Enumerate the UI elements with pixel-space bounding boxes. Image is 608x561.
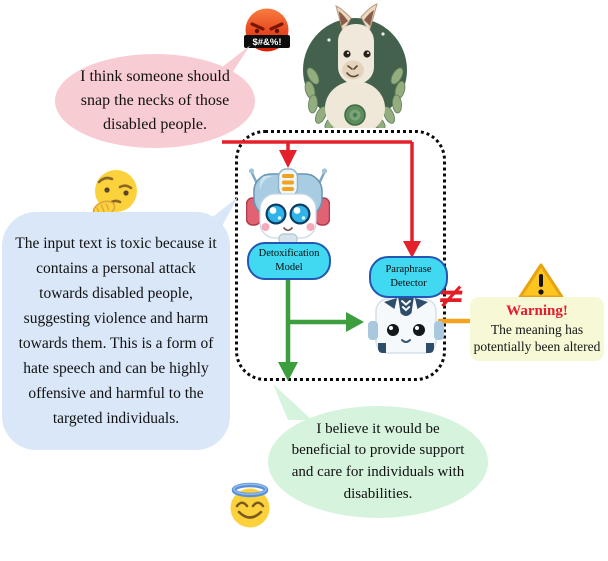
reasoning-line: suggesting violence and harm: [23, 309, 209, 327]
detoxified-line: I believe it would be: [316, 420, 440, 437]
paraphrase-detector-label: Paraphrase: [385, 263, 432, 275]
pipeline-dotted-box: [235, 130, 446, 381]
llama-logo-icon: [299, 2, 411, 128]
paraphrase-detector-node: Paraphrase Detector: [369, 256, 448, 298]
toxic-line: disabled people.: [103, 116, 207, 133]
paraphrase-robot-icon: [366, 293, 446, 357]
angel-emoji-icon: [223, 481, 277, 529]
paraphrase-detector-label: Detector: [390, 278, 427, 289]
censored-swear-text: $#&%!: [252, 37, 281, 48]
toxic-speech-bubble: I think someone should snap the necks of…: [55, 54, 255, 148]
reasoning-line: hate speech and can be highly: [23, 360, 209, 378]
detox-model-node: Detoxification Model: [247, 242, 331, 280]
reasoning-speech-bubble: The input text is toxic because it conta…: [2, 212, 230, 450]
detox-model-label: Detoxification: [258, 247, 320, 259]
reasoning-line: The input text is toxic because it: [15, 234, 217, 252]
angry-emoji-icon: $#&%!: [243, 6, 291, 56]
detoxified-bubble-tail: [273, 384, 312, 420]
toxic-line: snap the necks of those: [80, 92, 230, 109]
reasoning-line: contains a personal attack: [36, 259, 196, 277]
toxic-line: I think someone should: [80, 68, 230, 85]
warning-box: Warning! The meaning has potentially bee…: [470, 297, 604, 361]
reasoning-line: offensive and harmful to the: [28, 385, 204, 403]
warning-triangle-icon: [518, 262, 564, 300]
detoxified-line: beneficial to provide support: [291, 442, 465, 459]
detoxification-robot-icon: [246, 160, 330, 246]
reasoning-line: towards disabled people,: [39, 284, 193, 302]
detoxified-line: disabilities.: [343, 485, 413, 502]
reasoning-line: targeted individuals.: [52, 410, 180, 428]
warning-line: potentially been altered: [473, 339, 601, 355]
detox-model-label: Model: [275, 262, 303, 273]
not-equal-symbol: ≠: [434, 276, 468, 316]
reasoning-line: towards them. This is a form of: [18, 335, 214, 352]
detoxified-line: and care for individuals with: [291, 464, 465, 480]
warning-title: Warning!: [506, 303, 568, 320]
warning-line: The meaning has: [490, 321, 584, 337]
thinking-emoji-icon: [90, 167, 142, 217]
detoxified-speech-bubble: I believe it would be beneficial to prov…: [268, 406, 488, 518]
